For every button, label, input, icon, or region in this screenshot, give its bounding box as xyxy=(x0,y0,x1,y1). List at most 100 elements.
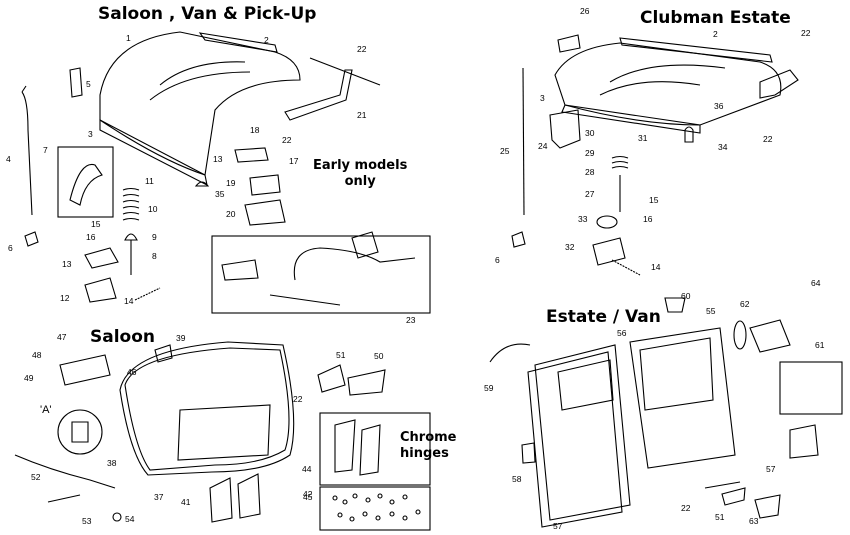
part-label: 25 xyxy=(500,146,510,156)
stay-25 xyxy=(522,67,525,216)
part-label: 28 xyxy=(585,167,595,177)
seal-59 xyxy=(489,343,531,363)
part-label: 8 xyxy=(152,251,157,261)
part-label: 62 xyxy=(740,299,750,309)
hinge-estate-2 xyxy=(789,424,819,459)
cable-bracket-2 xyxy=(351,231,379,259)
part-label: 14 xyxy=(124,296,134,306)
part-label: 23 xyxy=(406,315,416,325)
handle-e51 xyxy=(721,487,746,506)
part-label: 22 xyxy=(282,135,292,145)
washers-53 xyxy=(47,494,81,503)
hinge-24 xyxy=(549,109,581,149)
grommet-c6 xyxy=(511,231,526,248)
part-label: 15 xyxy=(649,195,659,205)
part-label: 17 xyxy=(289,156,299,166)
cable-52 xyxy=(14,454,116,489)
part-label: 9 xyxy=(152,232,157,242)
bonnet-stay-rod xyxy=(21,85,33,216)
part-label: 46 xyxy=(127,367,137,377)
part-label: 33 xyxy=(578,214,588,224)
part-label: 19 xyxy=(226,178,236,188)
part-label: 29 xyxy=(585,148,595,158)
part-label: 22 xyxy=(801,28,811,38)
bolts-45 xyxy=(332,493,421,522)
part-label: 56 xyxy=(617,328,627,338)
part-label: 57 xyxy=(766,464,776,474)
part-label: 31 xyxy=(638,133,648,143)
bump-34 xyxy=(684,126,694,143)
part-label: 14 xyxy=(651,262,661,272)
part-label: 26 xyxy=(580,6,590,16)
hinge-41 xyxy=(209,477,233,523)
handle-50 xyxy=(347,369,386,396)
chrome-hinges-box xyxy=(319,412,431,486)
part-label: 52 xyxy=(31,472,41,482)
part-label: 15 xyxy=(91,219,101,229)
cup-33 xyxy=(596,215,618,229)
part-label: 30 xyxy=(585,128,595,138)
catch-13b xyxy=(234,147,269,163)
note-early-models-line2: only xyxy=(344,174,376,189)
bracket-39 xyxy=(154,344,173,363)
cable-bracket xyxy=(221,259,259,281)
hinge-42 xyxy=(237,473,261,519)
note-chrome-hinges-line2: hinges xyxy=(400,446,449,461)
chrome-hinge-1 xyxy=(334,419,356,473)
part-label: 22 xyxy=(681,503,691,513)
note-chrome-hinges: Chrome hinges xyxy=(400,430,457,462)
hinge-estate xyxy=(749,319,791,353)
catch-32 xyxy=(592,237,626,266)
leader-22 xyxy=(309,57,381,86)
part-label: 3 xyxy=(88,129,93,139)
part-label: 13 xyxy=(213,154,223,164)
part-label: 22 xyxy=(357,44,367,54)
part-label: 18 xyxy=(250,125,260,135)
part-label: 51 xyxy=(336,350,346,360)
part-label: 59 xyxy=(484,383,494,393)
part-label: 41 xyxy=(181,497,191,507)
catch-12 xyxy=(84,277,117,303)
catch-19 xyxy=(249,174,281,196)
part-label: 35 xyxy=(215,189,225,199)
spring-14 xyxy=(134,287,161,301)
title-estate-van: Estate / Van xyxy=(546,307,661,327)
part-label: 22 xyxy=(763,134,773,144)
hardware-box-45 xyxy=(319,486,431,531)
part-label: 24 xyxy=(538,141,548,151)
clip-26 xyxy=(557,34,581,53)
catch-13 xyxy=(84,247,119,269)
spring-10 xyxy=(122,187,140,221)
part-label: 3 xyxy=(540,93,545,103)
spring-14b xyxy=(611,259,641,276)
rear-door-right xyxy=(629,327,736,469)
hinge-bracket xyxy=(69,163,103,206)
title-clubman-estate: Clubman Estate xyxy=(640,8,791,28)
part-label: 20 xyxy=(226,209,236,219)
catch-20 xyxy=(244,199,286,226)
lock-46 xyxy=(59,354,111,386)
part-label: 11 xyxy=(145,176,154,186)
part-label: 7 xyxy=(43,145,48,155)
part-label: 61 xyxy=(815,340,825,350)
part-label: 47 xyxy=(57,332,67,342)
hinge-clubman xyxy=(759,69,799,99)
lock-63 xyxy=(754,494,781,519)
title-saloon-van-pickup: Saloon , Van & Pick-Up xyxy=(98,4,317,24)
detail-box-7 xyxy=(57,146,114,218)
detail-box-23 xyxy=(211,235,431,314)
part-label: 36 xyxy=(714,101,724,111)
release-cable-rod xyxy=(269,294,341,306)
part-label: 22 xyxy=(293,394,303,404)
bonnet-panel xyxy=(99,31,301,187)
part-label: 58 xyxy=(512,474,522,484)
part-label: 12 xyxy=(60,293,70,303)
part-label: 54 xyxy=(125,514,135,524)
grommet-6 xyxy=(24,231,39,247)
clip-60 xyxy=(664,297,686,313)
cap-9 xyxy=(124,233,138,241)
part-label: 49 xyxy=(24,373,34,383)
part-label: 2 xyxy=(264,35,269,45)
